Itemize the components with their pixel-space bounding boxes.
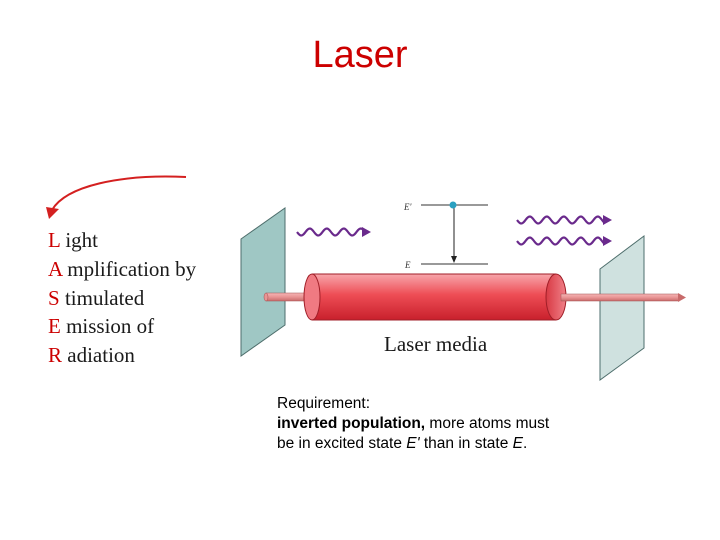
left-rod xyxy=(265,292,309,302)
acronym-row-s: S timulated xyxy=(48,285,145,310)
requirement-line-2: be in excited state E' than in state E. xyxy=(277,435,528,452)
left-mirror xyxy=(240,207,286,357)
output-beam-tip-icon xyxy=(678,293,686,302)
right-mirror xyxy=(599,235,645,381)
requirement-line-1: inverted population, more atoms must xyxy=(277,415,550,432)
acronym-row-l: L ight xyxy=(48,228,98,252)
output-beam xyxy=(560,293,680,302)
arrowhead-icon xyxy=(46,207,59,219)
incoming-photon-wave xyxy=(296,227,365,237)
laser-tube xyxy=(312,274,556,320)
acronym-row-r: R adiation xyxy=(48,343,135,368)
curved-arrow xyxy=(51,175,187,211)
requirement-heading: Requirement: xyxy=(277,395,371,412)
upper-level-label: E' xyxy=(403,202,412,212)
transition-arrowhead-icon xyxy=(451,256,457,263)
tube-left-end xyxy=(303,273,321,321)
acronym-row-a: A mplification by xyxy=(48,256,197,281)
outgoing-photon-wave-1 xyxy=(516,215,606,225)
lower-level-label: E xyxy=(404,260,411,270)
outgoing-wave-1-arrowhead-icon xyxy=(603,215,612,225)
slide-title: Laser xyxy=(312,34,408,76)
outgoing-wave-2-arrowhead-icon xyxy=(603,236,612,246)
laser-acronym: L ight A mplification by S timulated E m… xyxy=(48,226,196,370)
atom-dot xyxy=(449,201,457,209)
acronym-row-e: E mission of xyxy=(48,314,155,339)
incoming-wave-arrowhead-icon xyxy=(362,227,371,237)
laser-media-label: Laser media xyxy=(384,332,488,356)
outgoing-photon-wave-2 xyxy=(516,236,606,246)
requirement-note: Requirement: inverted population, more a… xyxy=(277,394,549,454)
